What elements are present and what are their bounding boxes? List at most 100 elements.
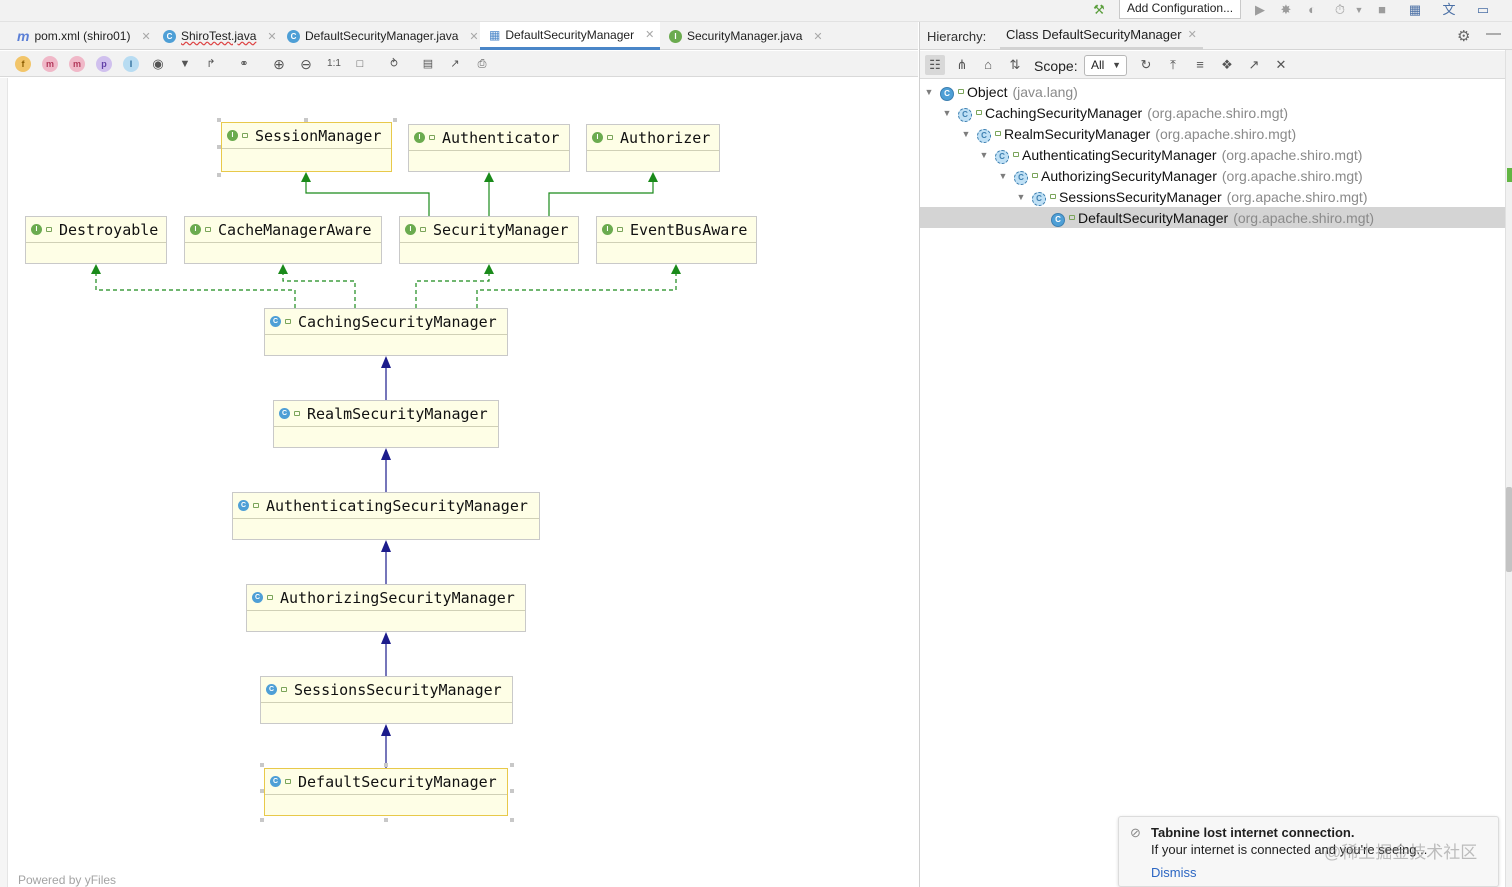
powered-by-label: Powered by yFiles <box>18 873 117 887</box>
selection-handle[interactable] <box>217 173 221 177</box>
dismiss-link[interactable]: Dismiss <box>1151 865 1197 880</box>
tree-node-authorizing-security-manager[interactable]: ▼ C AuthorizingSecurityManager (org.apac… <box>920 165 1512 186</box>
zoom-out-icon[interactable]: ⊖ <box>300 56 312 72</box>
selection-handle[interactable] <box>510 789 514 793</box>
scrollbar[interactable] <box>1506 487 1512 572</box>
navigate-to-base-icon[interactable]: ⤒ <box>1170 57 1176 72</box>
hammer-icon[interactable]: ⚒ <box>1093 2 1105 17</box>
close-icon[interactable]: ✕ <box>469 30 479 43</box>
chevron-down-icon[interactable]: ▼ <box>961 128 971 139</box>
close-icon[interactable]: ✕ <box>645 29 655 41</box>
selection-handle[interactable] <box>260 763 264 767</box>
chevron-down-icon[interactable]: ▼ <box>924 86 934 97</box>
selection-handle[interactable] <box>384 763 388 767</box>
public-icon <box>285 319 291 324</box>
chevron-down-icon[interactable]: ▼ <box>942 107 952 118</box>
constructors-toggle-icon[interactable]: m <box>42 56 58 72</box>
export-icon[interactable]: ↗ <box>450 58 460 70</box>
tab-defaultsecuritymanager-java[interactable]: C DefaultSecurityManager.java ✕ <box>278 22 480 50</box>
chevron-down-icon[interactable]: ▼ <box>979 149 989 160</box>
tree-node-realm-security-manager[interactable]: ▼ C RealmSecurityManager (org.apache.shi… <box>920 123 1512 144</box>
project-structure-icon[interactable]: ▦ <box>1408 2 1422 17</box>
tab-securitymanager-java[interactable]: I SecurityManager.java ✕ <box>660 22 826 50</box>
tree-node-caching-security-manager[interactable]: ▼ C CachingSecurityManager (org.apache.s… <box>920 102 1512 123</box>
close-icon[interactable]: ✕ <box>1187 29 1197 41</box>
stop-icon[interactable]: ■ <box>1378 2 1386 17</box>
add-configuration-button[interactable]: Add Configuration... <box>1119 0 1242 19</box>
open-in-window-icon[interactable]: ↗ <box>1248 57 1260 72</box>
run-icon[interactable]: ▶ <box>1255 2 1265 17</box>
node-title: AuthenticatingSecurityManager <box>266 496 528 515</box>
methods-toggle-icon[interactable]: m <box>69 56 85 72</box>
tree-node-default-security-manager[interactable]: C DefaultSecurityManager (org.apache.shi… <box>920 207 1512 228</box>
close-icon[interactable]: ✕ <box>141 30 151 43</box>
uml-node-authenticating-security-manager[interactable]: C AuthenticatingSecurityManager <box>232 492 540 540</box>
tree-node-authenticating-security-manager[interactable]: ▼ C AuthenticatingSecurityManager (org.a… <box>920 144 1512 165</box>
selection-handle[interactable] <box>384 818 388 822</box>
fields-toggle-icon[interactable]: f <box>15 56 31 72</box>
save-icon[interactable]: ▤ <box>422 58 434 70</box>
edge-routing-icon[interactable]: ↱ <box>206 58 216 70</box>
fit-content-icon[interactable]: □ <box>356 58 364 70</box>
properties-toggle-icon[interactable]: p <box>96 56 112 72</box>
print-icon[interactable]: ⎙ <box>477 58 487 70</box>
link-icon[interactable]: ⚭ <box>239 58 249 70</box>
chevron-down-icon[interactable]: ▼ <box>1016 191 1026 202</box>
class-hierarchy-icon[interactable]: ⌂ <box>984 57 992 72</box>
window-icon[interactable]: ▭ <box>1476 2 1490 17</box>
translate-icon[interactable]: 文 <box>1442 2 1456 17</box>
inner-classes-toggle-icon[interactable]: I <box>123 56 139 72</box>
actual-size-icon[interactable]: 1:1 <box>327 58 341 69</box>
chevron-down-icon[interactable]: ▼ <box>1354 5 1364 15</box>
public-icon <box>976 110 982 115</box>
selection-handle[interactable] <box>393 118 397 122</box>
tab-defaultsecuritymanager-diagram[interactable]: ▦ DefaultSecurityManager ✕ <box>480 22 660 50</box>
selection-handle[interactable] <box>510 818 514 822</box>
selection-handle[interactable] <box>217 118 221 122</box>
debug-icon[interactable]: ✸ <box>1280 2 1292 17</box>
scope-dropdown[interactable]: All ▼ <box>1084 55 1127 76</box>
refresh-icon[interactable]: ↻ <box>1140 57 1152 72</box>
close-icon[interactable]: ✕ <box>267 30 277 43</box>
minimize-icon[interactable]: — <box>1486 25 1501 42</box>
chevron-down-icon[interactable]: ▼ <box>998 170 1008 181</box>
zoom-in-icon[interactable]: ⊕ <box>273 56 285 72</box>
selection-handle[interactable] <box>510 763 514 767</box>
expand-all-icon[interactable]: ≡ <box>1196 57 1204 72</box>
gear-icon[interactable]: ⚙ <box>1457 28 1471 45</box>
tab-pom-xml[interactable]: m pom.xml (shiro01) ✕ <box>8 22 154 50</box>
tree-node-object[interactable]: ▼ C Object (java.lang) <box>920 81 1512 102</box>
sort-alphabetically-icon[interactable]: ⇅ <box>1009 57 1021 72</box>
selection-handle[interactable] <box>217 145 221 149</box>
share-icon[interactable]: ⥁ <box>390 58 398 70</box>
filter-icon[interactable]: ▼ <box>179 58 191 70</box>
selection-handle[interactable] <box>260 818 264 822</box>
tab-shirotest-java[interactable]: C ShiroTest.java ✕ <box>154 22 278 50</box>
tab-class-hierarchy[interactable]: Class DefaultSecurityManager ✕ <box>1000 22 1203 50</box>
tree-node-sessions-security-manager[interactable]: ▼ C SessionsSecurityManager (org.apache.… <box>920 186 1512 207</box>
supertypes-hierarchy-icon[interactable]: ⋔ <box>956 57 968 72</box>
close-icon[interactable]: ✕ <box>1275 57 1287 72</box>
eye-icon[interactable]: ◉ <box>152 56 164 71</box>
close-icon[interactable]: ✕ <box>813 30 823 43</box>
abstract-class-icon: C <box>238 500 249 511</box>
subtypes-hierarchy-icon[interactable]: ☷ <box>925 55 945 75</box>
selection-handle[interactable] <box>260 789 264 793</box>
profile-icon[interactable]: ⏱ <box>1334 2 1346 17</box>
selection-handle[interactable] <box>304 118 308 122</box>
pin-icon[interactable]: ❖ <box>1221 57 1233 72</box>
coverage-icon[interactable]: ◐ <box>1308 2 1316 17</box>
